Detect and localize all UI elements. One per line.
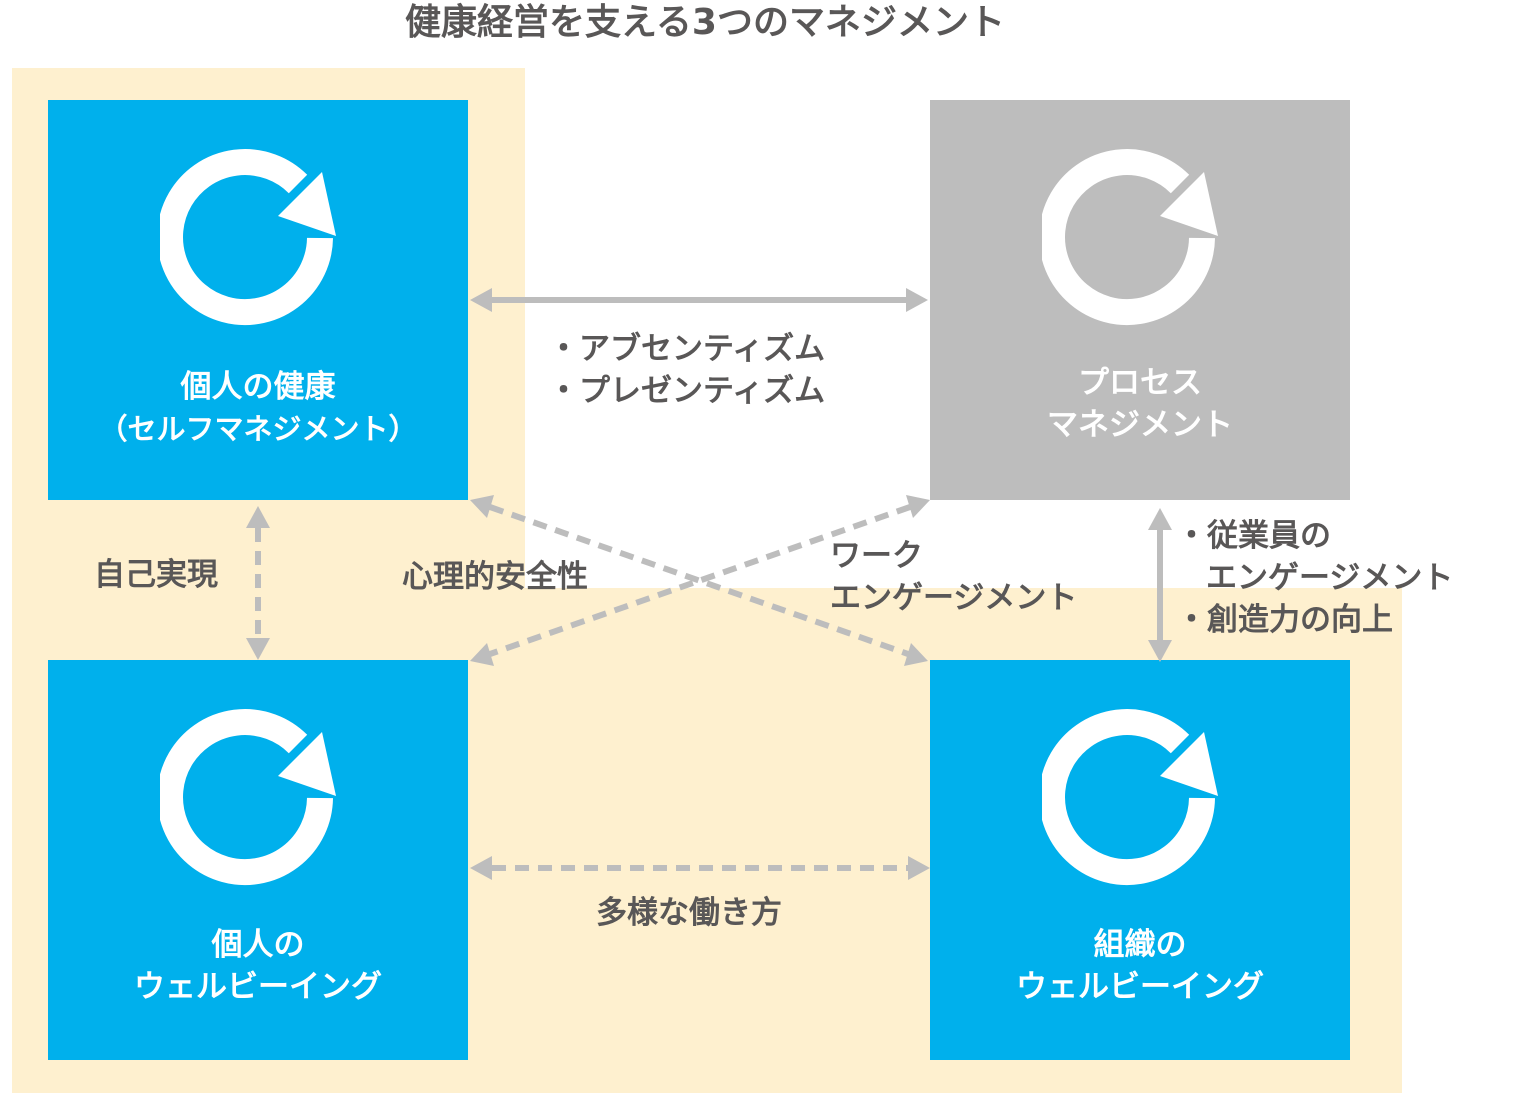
- relation-diagonal-a-text: 心理的安全性: [402, 559, 588, 595]
- cycle-arrow-icon: [1042, 149, 1218, 326]
- box-organization-wellbeing-line2: ウェルビーイング: [1016, 969, 1264, 1005]
- cycle-arrow-icon: [160, 149, 336, 326]
- relation-diagonal-b-line1: ワーク: [830, 538, 923, 574]
- box-organization-wellbeing-label: 組織の ウェルビーイング: [930, 924, 1350, 1008]
- relation-bottom-text: 多様な働き方: [596, 895, 782, 931]
- box-personal-wellbeing-line2: ウェルビーイング: [134, 969, 382, 1005]
- arrow-top-solid: [470, 288, 928, 312]
- box-process-management-line2: マネジメント: [1047, 407, 1233, 443]
- relation-top-line1: ・アブセンティズム: [548, 331, 826, 367]
- box-personal-wellbeing-label: 個人の ウェルビーイング: [48, 924, 468, 1008]
- arrow-diagonal-tl-br: [470, 495, 928, 666]
- box-organization-wellbeing: 組織の ウェルビーイング: [930, 660, 1350, 1060]
- arrow-right-solid: [1148, 508, 1172, 662]
- box-process-management-line1: プロセス: [1078, 365, 1202, 401]
- relation-left-text: 自己実現: [94, 557, 218, 593]
- box-organization-wellbeing-line1: 組織の: [1093, 927, 1187, 963]
- relation-diagonal-b-text: ワーク エンゲージメント: [830, 535, 1077, 619]
- relation-top-line2: ・プレゼンティズム: [548, 373, 826, 409]
- relation-right-line3: ・創造力の向上: [1176, 602, 1393, 638]
- box-personal-health: 個人の健康 （セルフマネジメント）: [48, 100, 468, 500]
- cycle-arrow-icon: [1042, 709, 1218, 886]
- box-personal-health-label: 個人の健康 （セルフマネジメント）: [48, 366, 468, 450]
- box-process-management-label: プロセス マネジメント: [930, 362, 1350, 446]
- box-personal-wellbeing: 個人の ウェルビーイング: [48, 660, 468, 1060]
- relation-right-text: ・従業員の エンゲージメント ・創造力の向上: [1176, 515, 1453, 641]
- cycle-arrow-icon: [160, 709, 336, 886]
- page-title: 健康経営を支える3つのマネジメント: [405, 2, 1005, 43]
- box-personal-health-line1: 個人の健康: [180, 369, 336, 405]
- box-personal-health-line2: （セルフマネジメント）: [98, 412, 418, 446]
- arrow-diagonal-tr-bl: [470, 495, 930, 666]
- relation-right-line2: エンゲージメント: [1206, 560, 1454, 596]
- box-process-management: プロセス マネジメント: [930, 100, 1350, 500]
- relation-right-line1: ・従業員の: [1176, 518, 1331, 554]
- arrow-left-dashed: [246, 506, 270, 660]
- box-personal-wellbeing-line1: 個人の: [211, 927, 305, 963]
- relation-top-text: ・アブセンティズム ・プレゼンティズム: [548, 328, 825, 412]
- arrow-bottom-dashed: [470, 856, 930, 880]
- relation-diagonal-b-line2: エンゲージメント: [830, 580, 1078, 616]
